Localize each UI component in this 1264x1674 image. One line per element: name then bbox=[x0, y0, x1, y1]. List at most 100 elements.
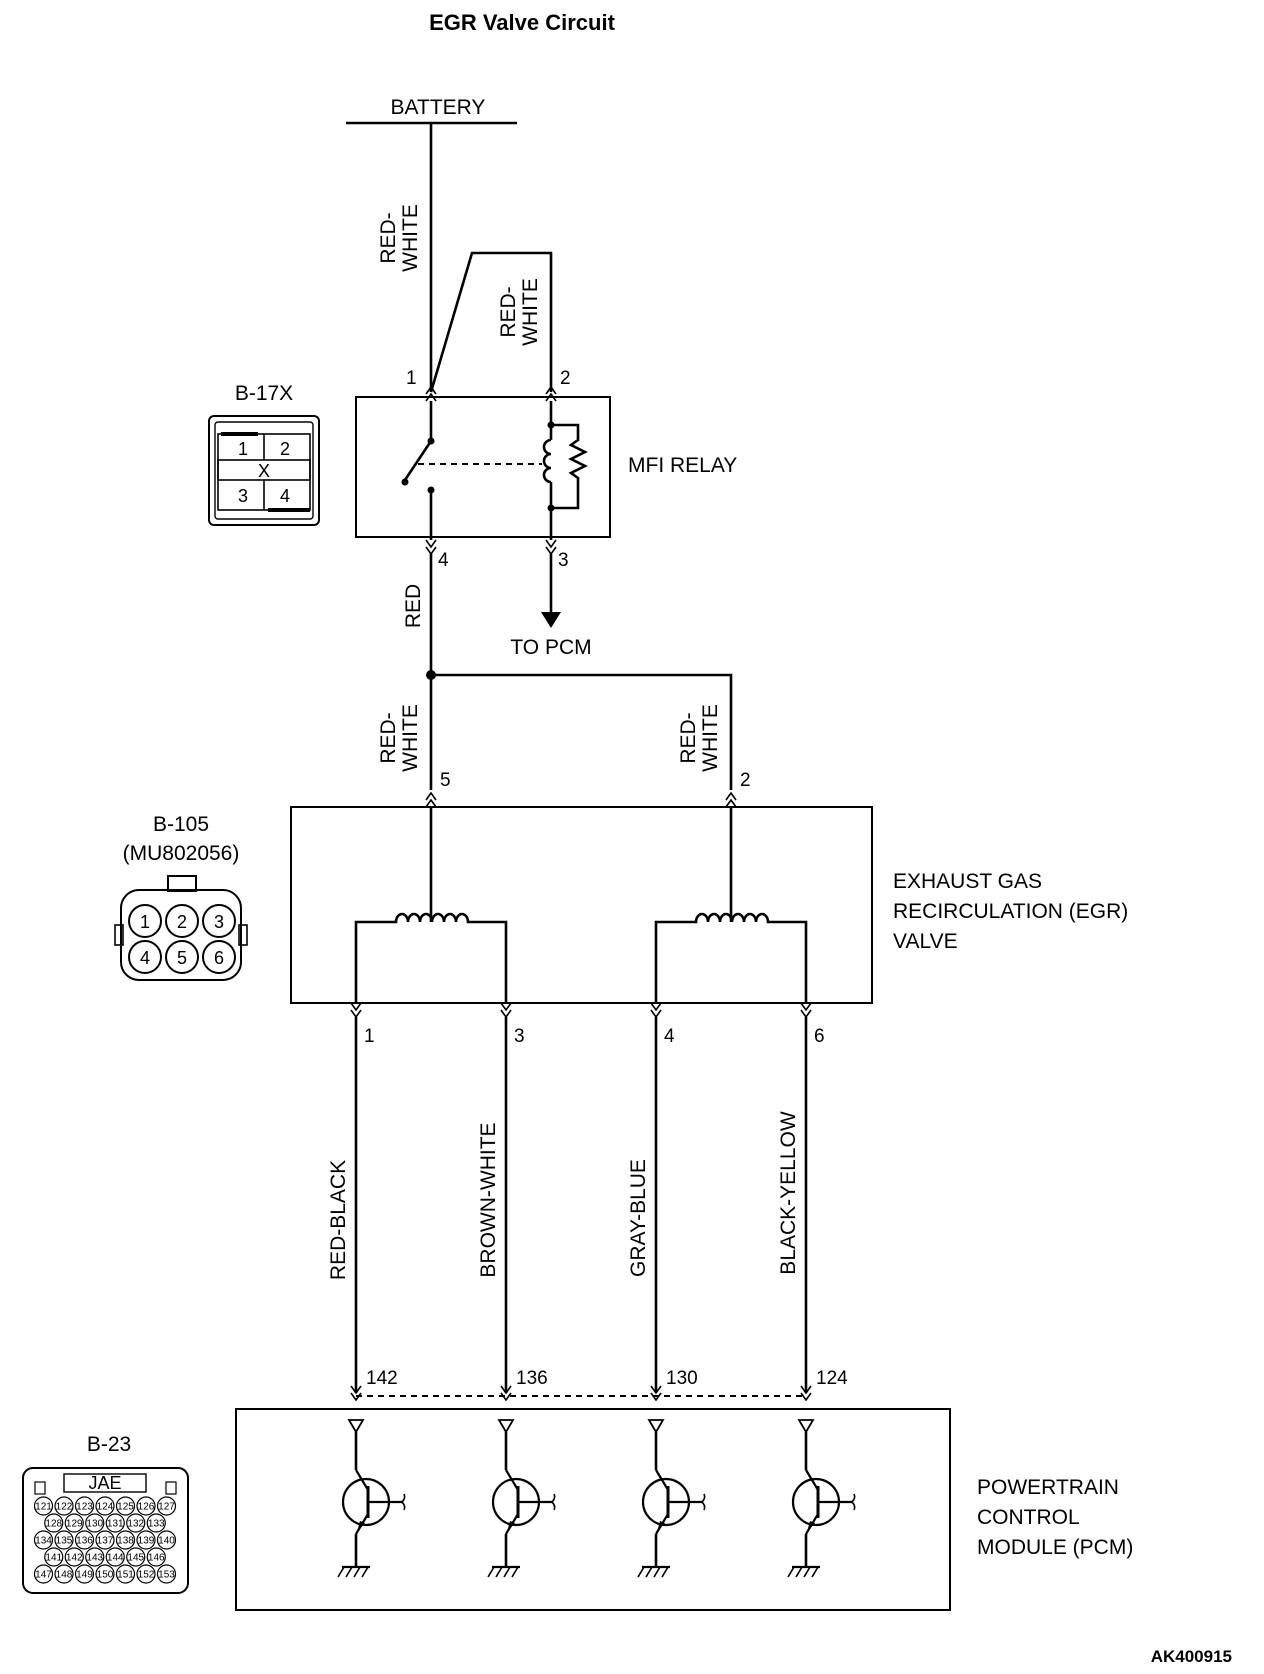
connector-pin-label: 145 bbox=[127, 1553, 144, 1564]
svg-text:WHITE: WHITE bbox=[399, 704, 422, 772]
relay-switch-blade bbox=[403, 440, 433, 481]
wire-label-red-black: RED-BLACK bbox=[327, 1160, 350, 1280]
connector-pin-label: 137 bbox=[97, 1536, 114, 1547]
connector-pin bbox=[33, 1530, 54, 1550]
egr-valve-box bbox=[290, 806, 873, 1004]
connector-pin bbox=[115, 1564, 136, 1584]
connector-pin bbox=[44, 1513, 64, 1533]
svg-text:CONTROL: CONTROL bbox=[977, 1506, 1080, 1529]
connector-pin bbox=[64, 1547, 84, 1567]
ground-icon bbox=[487, 1565, 520, 1578]
connector-pin-label: 146 bbox=[148, 1553, 165, 1564]
relay-pin4-terminal bbox=[425, 539, 437, 556]
connector-pin bbox=[202, 904, 236, 938]
svg-text:VALVE: VALVE bbox=[893, 930, 958, 953]
wire-label-black-yellow: BLACK-YELLOW bbox=[777, 1111, 800, 1275]
egr-pin1-label: 1 bbox=[364, 1026, 375, 1047]
pcm-connector-id: B-23 bbox=[87, 1433, 131, 1456]
connector-pin bbox=[128, 940, 162, 974]
wire-label-gray-blue: GRAY-BLUE bbox=[627, 1159, 650, 1277]
connector-pin bbox=[54, 1530, 74, 1550]
connector-pin bbox=[126, 1547, 146, 1567]
svg-text:RED-: RED- bbox=[497, 286, 520, 337]
connector-pin-label: 142 bbox=[66, 1553, 83, 1564]
svg-text:POWERTRAIN: POWERTRAIN bbox=[977, 1476, 1119, 1499]
mfi-relay-box bbox=[355, 396, 611, 538]
diagram-title: EGR Valve Circuit bbox=[429, 10, 616, 35]
relay-pin3-terminal bbox=[545, 539, 557, 556]
connector-pin bbox=[64, 1513, 84, 1533]
egr-coil-a-icon bbox=[354, 912, 508, 1003]
figure-code: AK400915 bbox=[1151, 1647, 1232, 1666]
pcm-top-terminals bbox=[350, 1385, 812, 1402]
relay-switch-pivot bbox=[401, 478, 409, 486]
connector-pin-label: 153 bbox=[158, 1570, 175, 1581]
battery-label: BATTERY bbox=[391, 96, 486, 119]
connector-pin bbox=[136, 1496, 156, 1516]
connector-pin-label: 139 bbox=[138, 1536, 155, 1547]
connector-pin bbox=[136, 1530, 156, 1550]
egr-pin2-label: 2 bbox=[740, 770, 751, 791]
svg-text:RECIRCULATION (EGR): RECIRCULATION (EGR) bbox=[893, 900, 1128, 923]
relay-coil-icon bbox=[542, 438, 552, 484]
connector-pin-label: 125 bbox=[117, 1502, 134, 1513]
relay-pin2-terminal bbox=[545, 385, 557, 402]
connector-pin-label: 147 bbox=[35, 1570, 52, 1581]
wire-label-relay-output: RED bbox=[402, 584, 425, 628]
mfi-relay-label: MFI RELAY bbox=[628, 454, 737, 477]
svg-text:X: X bbox=[258, 461, 270, 481]
pcm-pin-136-label: 136 bbox=[516, 1368, 548, 1389]
pcm-pin-124-label: 124 bbox=[816, 1368, 848, 1389]
connector-pin bbox=[105, 1513, 125, 1533]
pcm-transistor-icon bbox=[337, 1419, 406, 1578]
pcm-pin-130-label: 130 bbox=[666, 1368, 698, 1389]
egr-pin3-label: 3 bbox=[514, 1026, 525, 1047]
connector-pin-label: 150 bbox=[97, 1570, 114, 1581]
egr-connector-id: B-105 bbox=[153, 813, 209, 836]
connector-pin-label: 132 bbox=[127, 1519, 144, 1530]
egr-pin4-label: 4 bbox=[664, 1026, 675, 1047]
connector-pin bbox=[156, 1530, 177, 1550]
connector-pin-label: 133 bbox=[148, 1519, 165, 1530]
connector-pin bbox=[95, 1496, 115, 1516]
svg-text:WHITE: WHITE bbox=[699, 704, 722, 772]
svg-text:4: 4 bbox=[280, 486, 290, 506]
connector-pin bbox=[33, 1564, 54, 1584]
egr-pin2-terminal bbox=[725, 791, 737, 808]
to-pcm-label: TO PCM bbox=[510, 636, 591, 659]
egr-bottom-terminals bbox=[350, 1002, 812, 1019]
relay-connector-id: B-17X bbox=[235, 382, 293, 405]
connector-pin-label: 143 bbox=[86, 1553, 103, 1564]
connector-pin-label: 136 bbox=[76, 1536, 93, 1547]
ground-icon bbox=[637, 1565, 670, 1578]
svg-text:RED-: RED- bbox=[377, 712, 400, 763]
relay-pin1-terminal bbox=[425, 385, 437, 402]
pcm-transistor-icon bbox=[487, 1419, 556, 1578]
connector-pin bbox=[126, 1513, 146, 1533]
connector-pin-label: 140 bbox=[158, 1536, 175, 1547]
connector-pin-label: 134 bbox=[35, 1536, 52, 1547]
to-pcm-arrow-icon bbox=[541, 612, 561, 628]
connector-pin bbox=[156, 1564, 177, 1584]
wire-label-relay-coil-feed: RED- WHITE bbox=[497, 278, 542, 346]
svg-text:2: 2 bbox=[280, 439, 290, 459]
relay-pin3-label: 3 bbox=[558, 550, 569, 571]
connector-pin bbox=[74, 1564, 95, 1584]
relay-resistor-icon bbox=[551, 423, 588, 510]
connector-pin bbox=[156, 1496, 177, 1516]
connector-pin-label: 4 bbox=[140, 948, 150, 968]
connector-pin bbox=[115, 1496, 136, 1516]
wire-label-egr-feed-right: RED- WHITE bbox=[677, 704, 722, 772]
relay-pin2-label: 2 bbox=[560, 368, 571, 389]
connector-pin-label: 148 bbox=[56, 1570, 73, 1581]
relay-pin4-label: 4 bbox=[438, 550, 449, 571]
connector-pin-label: 138 bbox=[117, 1536, 134, 1547]
connector-pin bbox=[202, 940, 236, 974]
wire-label-brown-white: BROWN-WHITE bbox=[477, 1122, 500, 1277]
connector-pin-label: 144 bbox=[107, 1553, 124, 1564]
connector-pin-label: 130 bbox=[86, 1519, 103, 1530]
pcm-transistor-icon bbox=[787, 1419, 856, 1578]
relay-pin1-label: 1 bbox=[406, 368, 417, 389]
pcm-transistor-icon bbox=[637, 1419, 706, 1578]
connector-pin bbox=[74, 1496, 95, 1516]
